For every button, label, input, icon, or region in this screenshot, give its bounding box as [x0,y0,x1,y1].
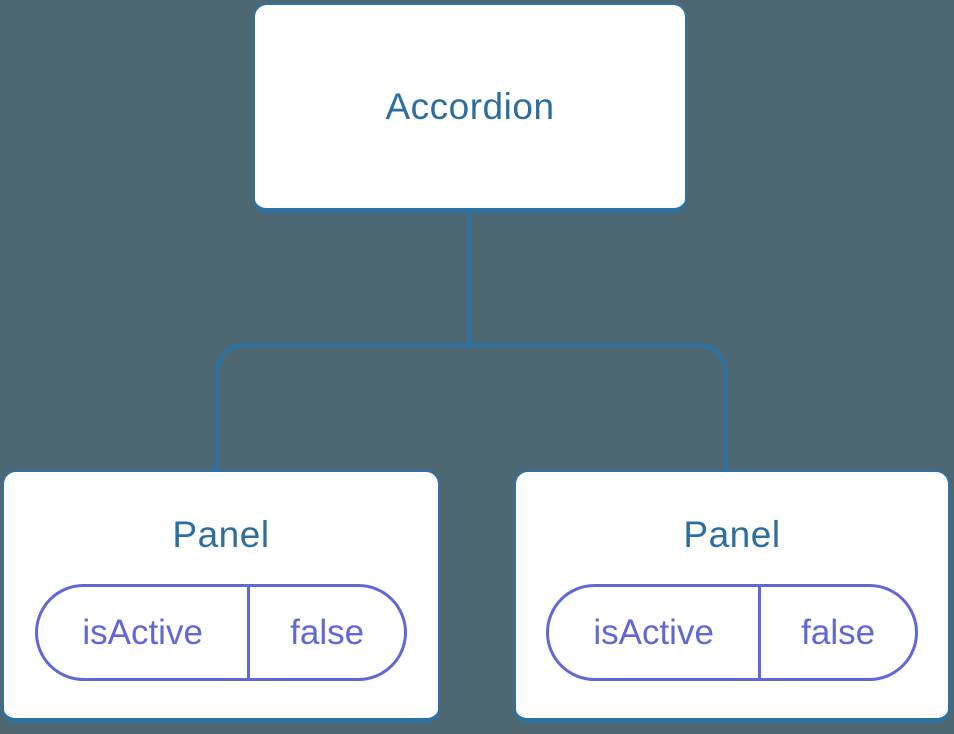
panel-node-left: Panel isActive false [2,470,440,723]
accordion-node: Accordion [253,3,687,213]
state-key-label: isActive [38,587,251,678]
panel-node-label: Panel [172,514,270,555]
panel-node-right: Panel isActive false [514,470,950,723]
state-value-label: false [801,612,876,652]
state-key-label: isActive [549,587,762,678]
panel-node-label: Panel [683,514,781,555]
connector-bracket [215,343,728,470]
state-pill: isActive false [546,584,918,681]
state-value-label: false [290,612,365,652]
connector-stub [467,211,471,345]
accordion-node-label: Accordion [385,85,555,127]
state-pill: isActive false [35,584,407,681]
